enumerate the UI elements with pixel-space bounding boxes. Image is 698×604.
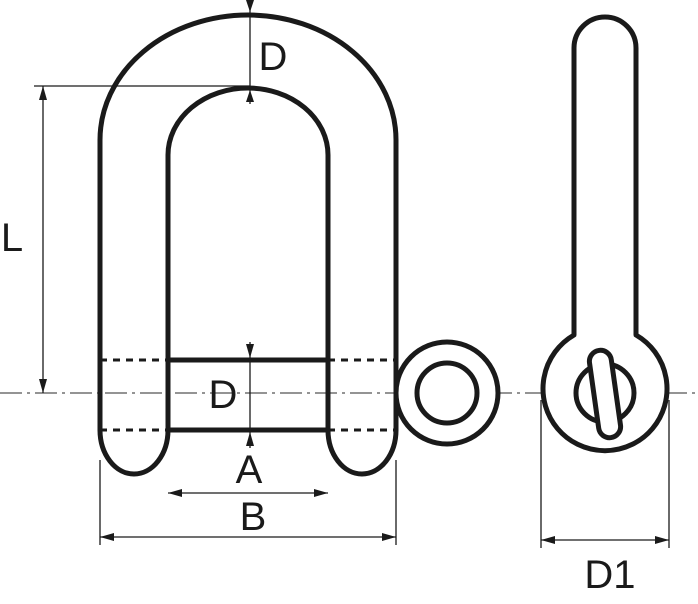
- label-l: L: [1, 216, 23, 260]
- shackle-body-outer: [97, 12, 399, 433]
- arrow-d-mid-lower: [246, 432, 254, 446]
- label-a: A: [236, 448, 263, 492]
- shackle-leg-left-end: [97, 427, 171, 477]
- arrow-a-right: [314, 489, 328, 497]
- pin-eye-hole: [414, 360, 480, 426]
- arrow-d1-right: [655, 536, 669, 544]
- pin-head-slot: [586, 347, 624, 441]
- arrow-d-top-lower: [246, 90, 254, 102]
- arrow-d1-left: [541, 536, 555, 544]
- arrow-b-left: [100, 533, 114, 541]
- label-b: B: [240, 495, 267, 539]
- shackle-leg-right-end: [325, 427, 399, 477]
- arrow-d-top-upper: [246, 0, 254, 12]
- label-d-top: D: [259, 35, 288, 79]
- arrow-b-right: [382, 533, 396, 541]
- pin-eye-outer: [393, 339, 501, 447]
- arrow-d-mid-upper: [246, 344, 254, 358]
- arrow-l-top: [39, 86, 47, 100]
- label-d1: D1: [584, 553, 635, 597]
- shackle-body-inner: [165, 85, 331, 433]
- arrow-l-bottom: [39, 379, 47, 393]
- arrow-a-left: [168, 489, 182, 497]
- shackle-side-profile: [540, 14, 670, 454]
- label-d-mid: D: [209, 373, 238, 417]
